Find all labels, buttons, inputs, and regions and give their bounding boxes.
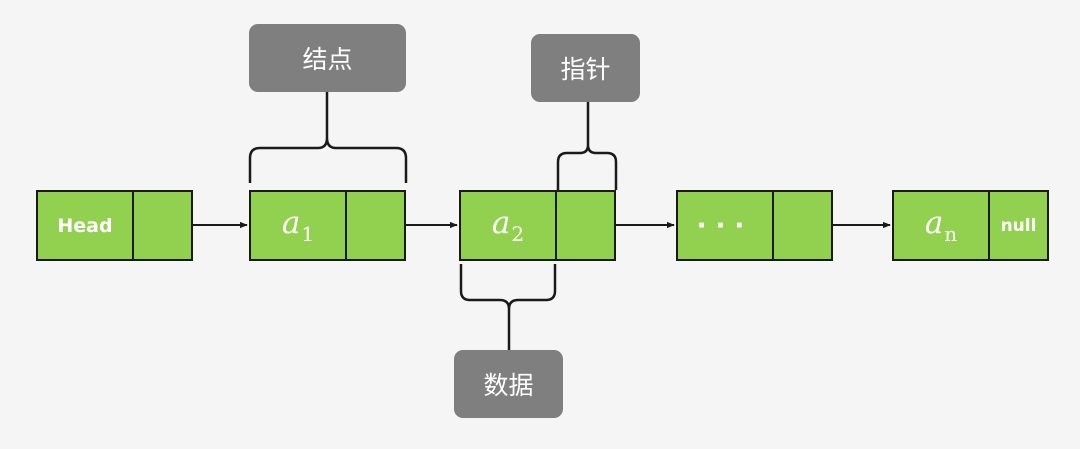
a1-data-cell: a1 xyxy=(249,190,347,261)
node-brace xyxy=(248,92,408,183)
data-callout: 数据 xyxy=(454,350,563,418)
head-node: Head xyxy=(36,190,193,261)
ellipsis-pointer-cell xyxy=(774,190,833,261)
a1-label: a1 xyxy=(281,205,315,246)
ellipsis-data-cell: ··· xyxy=(676,190,774,261)
an-data-cell: an xyxy=(892,190,990,261)
ellipsis-label: ··· xyxy=(696,210,754,241)
pointer-brace xyxy=(556,101,618,190)
node-ellipsis: ··· xyxy=(676,190,833,261)
an-label: an xyxy=(924,205,958,246)
node-an: an null xyxy=(892,190,1049,261)
node-a2: a2 xyxy=(459,190,616,261)
data-brace xyxy=(459,264,557,350)
a2-data-cell: a2 xyxy=(459,190,557,261)
pointer-callout: 指针 xyxy=(531,34,640,102)
a2-label: a2 xyxy=(491,205,525,246)
head-data-cell: Head xyxy=(36,190,134,261)
node-a1: a1 xyxy=(249,190,406,261)
head-label: Head xyxy=(57,214,113,237)
head-pointer-cell xyxy=(134,190,193,261)
null-label: null xyxy=(1000,215,1037,236)
a2-pointer-cell xyxy=(557,190,616,261)
a1-pointer-cell xyxy=(347,190,406,261)
an-pointer-cell: null xyxy=(990,190,1049,261)
node-callout: 结点 xyxy=(249,24,406,92)
